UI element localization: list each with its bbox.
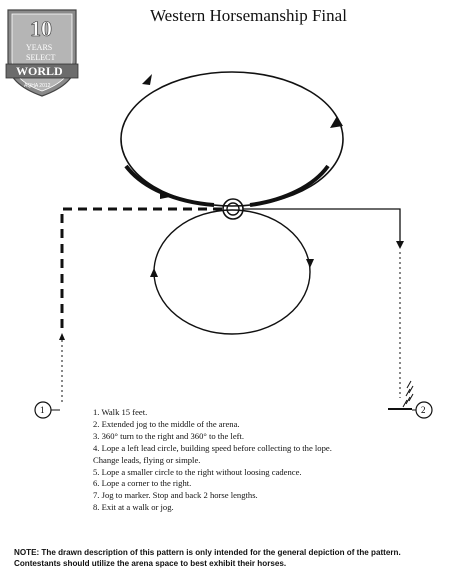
step-item: 4. Lope a left lead circle, building spe… bbox=[93, 442, 332, 453]
note-line-1: NOTE: The drawn description of this patt… bbox=[14, 548, 401, 557]
small-circle-arrow-right bbox=[306, 259, 314, 268]
logo-year-number: 10 bbox=[30, 16, 52, 41]
step-item: 7. Jog to marker. Stop and back 2 horse … bbox=[93, 490, 258, 501]
step-item: 5. Lope a smaller circle to the right wi… bbox=[93, 466, 302, 477]
step-item: Change leads, flying or simple. bbox=[93, 454, 201, 465]
corner-lope-path bbox=[243, 208, 401, 244]
backup-hatch bbox=[402, 380, 414, 408]
small-circle-arrow-left bbox=[150, 268, 158, 277]
large-circle-arrow-bottom bbox=[160, 190, 170, 199]
small-circle-path bbox=[153, 209, 311, 335]
spin-circle-inner bbox=[226, 202, 240, 216]
corner-arrow bbox=[396, 241, 404, 249]
marker-2: 2 bbox=[412, 401, 433, 419]
logo-select-text: SELECT bbox=[26, 53, 55, 62]
extended-jog-path bbox=[60, 207, 222, 328]
pattern-steps-list: 1. Walk 15 feet. 2. Extended jog to the … bbox=[93, 407, 332, 514]
walk-arrow bbox=[59, 333, 65, 340]
speed-segment-left bbox=[124, 164, 215, 207]
logo-world-text: WORLD bbox=[16, 64, 63, 78]
note-line-2: Contestants should utilize the arena spa… bbox=[14, 559, 287, 568]
marker-1: 1 bbox=[34, 401, 60, 419]
spin-circle-outer bbox=[222, 198, 244, 220]
large-circle-arrow-right bbox=[330, 116, 343, 128]
step-item: 3. 360° turn to the right and 360° to th… bbox=[93, 430, 245, 441]
pattern-note: NOTE: The drawn description of this patt… bbox=[14, 547, 401, 569]
step-item: 6. Lope a corner to the right. bbox=[93, 478, 192, 489]
logo-footer-text: AQHA 2012 bbox=[24, 83, 51, 89]
marker-1-label: 1 bbox=[40, 405, 45, 415]
speed-segment-right bbox=[249, 164, 330, 207]
step-item: 1. Walk 15 feet. bbox=[93, 407, 148, 417]
logo-years-text: YEARS bbox=[26, 43, 52, 52]
step-item: 8. Exit at a walk or jog. bbox=[93, 502, 174, 513]
select-world-logo: 10 YEARS SELECT WORLD AQHA 2012 bbox=[5, 9, 79, 97]
step-item: 2. Extended jog to the middle of the are… bbox=[93, 418, 240, 429]
large-circle-arrow-top bbox=[142, 74, 152, 85]
marker-2-label: 2 bbox=[421, 405, 426, 415]
page-title: Western Horsemanship Final bbox=[150, 6, 347, 25]
large-circle-path bbox=[120, 71, 344, 207]
